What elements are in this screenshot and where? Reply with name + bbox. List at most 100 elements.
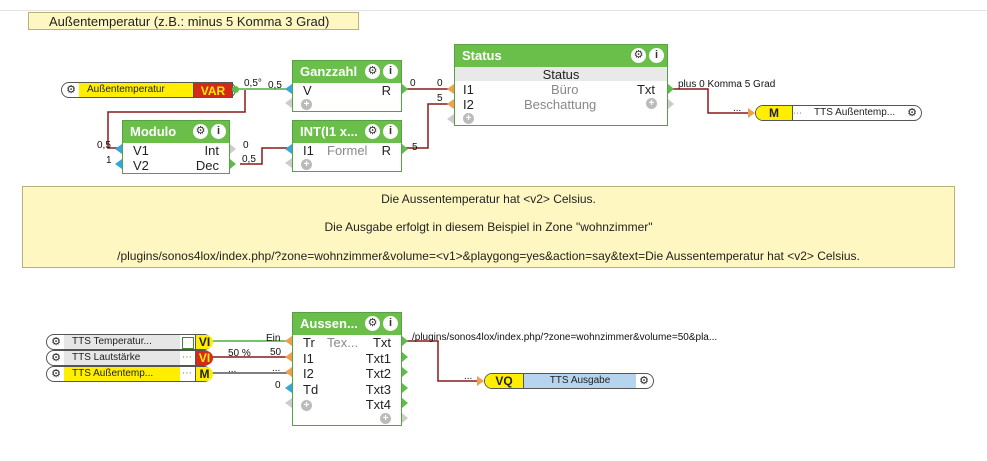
int-pin-i1[interactable]	[285, 144, 292, 154]
input-i1: I1	[463, 82, 474, 97]
add-input-icon[interactable]: +	[301, 159, 312, 170]
label-aussen-txt: /plugins/sonos4lox/index.php/?zone=wohnz…	[412, 332, 718, 343]
output-tts-ausgabe[interactable]: VQ TTS Ausgabe ⚙	[484, 373, 654, 389]
gear-icon[interactable]: ⚙	[66, 84, 76, 96]
modulo-pin-v2[interactable]	[115, 159, 122, 169]
m-tag: M	[195, 367, 213, 381]
input-i1: I1	[303, 143, 314, 158]
aussen-pin-txt2[interactable]	[402, 367, 408, 377]
aussen-pin-tr[interactable]	[285, 336, 292, 346]
gear-icon[interactable]: ⚙	[193, 124, 208, 139]
output-label: TTS Außentemp...	[814, 107, 896, 118]
comment-info[interactable]: Die Aussentemperatur hat <v2> Celsius. D…	[22, 186, 955, 268]
gear-icon[interactable]: ⚙	[51, 336, 61, 348]
label-status-txt: plus 0 Komma 5 Grad	[678, 79, 776, 90]
toggle-icon[interactable]	[182, 337, 194, 349]
info-icon[interactable]: i	[211, 124, 226, 139]
gear-icon[interactable]: ⚙	[51, 352, 61, 364]
modulo-pin-int[interactable]	[230, 144, 236, 154]
modulo-pin-v1[interactable]	[115, 144, 122, 154]
gear-icon[interactable]: ⚙	[907, 107, 917, 119]
aussen-pin-td[interactable]	[285, 383, 292, 393]
input-tts-temperatur[interactable]: ⚙ TTS Temperatur... VI	[46, 334, 213, 350]
gear-icon[interactable]: ⚙	[365, 316, 380, 331]
block-modulo[interactable]: Modulo ⚙i V1 V2 Int Dec	[122, 120, 230, 174]
status-pin-txt[interactable]	[668, 84, 674, 94]
aussen-pin-i2[interactable]	[285, 367, 292, 377]
aussen-pin-i1[interactable]	[285, 352, 292, 362]
gear-icon[interactable]: ⚙	[365, 64, 380, 79]
int-pin-r[interactable]	[402, 144, 408, 154]
input-tr-text: Tex...	[327, 335, 359, 350]
var-out-pin[interactable]	[232, 86, 239, 93]
block-ganzzahl[interactable]: Ganzzahl ⚙i V R +	[292, 60, 402, 112]
comment-header[interactable]: Außentemperatur (z.B.: minus 5 Komma 3 G…	[28, 12, 359, 30]
input-i1: I1	[303, 351, 314, 366]
add-output-icon[interactable]: +	[646, 98, 657, 109]
block-title: Status ⚙i	[455, 45, 667, 67]
wire-txt-vq	[402, 340, 480, 382]
status-pin-add-out[interactable]	[668, 99, 674, 109]
block-title: INT(I1 x... ⚙i	[293, 121, 401, 143]
block-int[interactable]: INT(I1 x... ⚙i I1 Formel R +	[292, 120, 402, 172]
block-status[interactable]: Status ⚙i Status I1 Büro I2 Beschattung …	[454, 44, 668, 126]
label-aussen-i1-a: 50 %	[228, 348, 251, 359]
add-input-icon[interactable]: +	[301, 99, 312, 110]
int-pin-add[interactable]	[285, 158, 292, 168]
gear-icon[interactable]: ⚙	[51, 368, 61, 380]
formula-label: Formel	[327, 143, 368, 158]
ganzzahl-pin-v[interactable]	[285, 84, 292, 94]
output-txt1: Txt1	[365, 351, 391, 366]
gear-icon[interactable]: ⚙	[631, 48, 646, 63]
output-tts-aussentemp[interactable]: M TTS Außentemp... ⋯ ⚙	[755, 105, 922, 121]
add-input-icon[interactable]: +	[301, 400, 312, 411]
gear-icon[interactable]: ⚙	[365, 124, 380, 139]
wire-int-status	[404, 103, 450, 149]
dots-icon[interactable]: ⋯	[182, 352, 192, 363]
input-td: Td	[303, 382, 319, 397]
info-icon[interactable]: i	[383, 64, 398, 79]
dots-icon[interactable]: ⋯	[793, 108, 802, 118]
ganzzahl-pin-r[interactable]	[402, 84, 408, 94]
status-pin-i1[interactable]	[447, 84, 454, 94]
output-txt: Txt	[636, 82, 655, 97]
m-out-pin[interactable]	[748, 108, 755, 118]
output-txt2: Txt2	[365, 366, 391, 381]
add-input-icon[interactable]: +	[463, 113, 474, 124]
aussen-pin-txt3[interactable]	[402, 383, 408, 393]
aussen-pin-txt1[interactable]	[402, 352, 408, 362]
aussen-pin-add-out[interactable]	[402, 413, 408, 423]
input-v1: V1	[133, 143, 149, 158]
input-tts-lautstaerke[interactable]: ⚙ TTS Lautstärke ⋯ VI	[46, 350, 213, 366]
aussen-pin-txt4[interactable]	[402, 398, 408, 408]
input-tts-aussentemp[interactable]: ⚙ TTS Außentemp... ⋯ M	[46, 366, 213, 382]
gear-icon[interactable]: ⚙	[639, 375, 649, 387]
label-aussen-i2-a: ...	[228, 364, 237, 375]
output-txt: Txt	[372, 335, 391, 350]
info-icon[interactable]: i	[649, 48, 664, 63]
status-pin-add[interactable]	[447, 114, 454, 124]
modulo-pin-dec[interactable]	[230, 159, 236, 169]
output-txt3: Txt3	[365, 382, 391, 397]
info-icon[interactable]: i	[383, 124, 398, 139]
input-v2: V2	[133, 158, 149, 173]
add-output-icon[interactable]: +	[380, 413, 391, 424]
aussen-pin-add[interactable]	[285, 398, 292, 408]
block-aussen[interactable]: Aussen... ⚙i Tr Tex... I1 I2 Td Txt Txt1…	[292, 312, 402, 426]
status-header: Status	[455, 67, 667, 82]
dots-icon[interactable]: ⋯	[182, 368, 192, 379]
label-aussen-td: 0	[275, 380, 281, 391]
var-tag-label: VAR	[193, 82, 233, 98]
label-m-out-in: ...	[733, 103, 742, 114]
ganzzahl-pin-add[interactable]	[285, 98, 292, 108]
status-pin-i2[interactable]	[447, 99, 454, 109]
comment-title: Außentemperatur (z.B.: minus 5 Komma 3 G…	[49, 14, 330, 29]
vq-in-pin[interactable]	[477, 376, 484, 386]
grid-line	[0, 10, 987, 11]
aussen-pin-txt[interactable]	[402, 336, 408, 346]
output-int: Int	[204, 143, 219, 158]
info-icon[interactable]: i	[383, 316, 398, 331]
input-tr: Tr	[303, 335, 315, 350]
comment-line-2: Die Ausgabe erfolgt in diesem Beispiel i…	[324, 220, 653, 234]
